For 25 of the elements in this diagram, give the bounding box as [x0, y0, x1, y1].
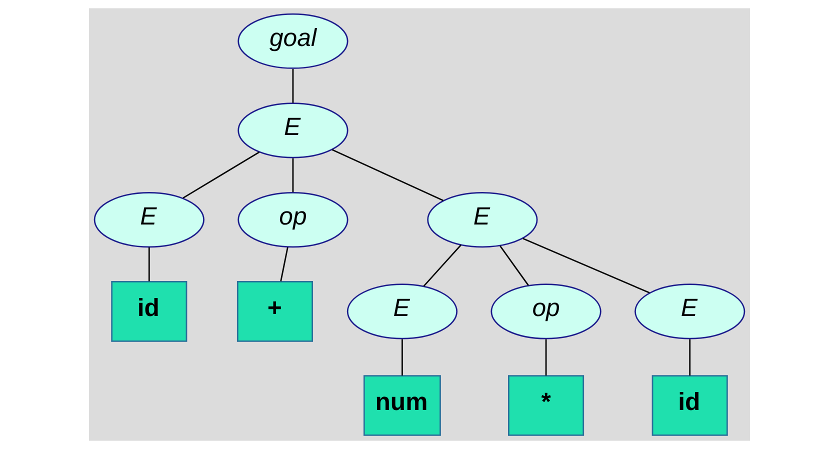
connector — [182, 152, 260, 199]
connector — [148, 247, 150, 282]
connector — [292, 158, 294, 192]
connector — [402, 339, 403, 376]
connector — [500, 246, 529, 286]
connector — [332, 149, 444, 202]
connector — [423, 244, 462, 287]
node-box: id — [652, 375, 728, 436]
node-ellipse: op — [490, 284, 602, 340]
node-ellipse: goal — [238, 13, 348, 69]
connector — [689, 339, 691, 376]
node-ellipse: E — [238, 102, 348, 158]
node-ellipse: E — [427, 192, 538, 248]
connector — [280, 247, 288, 282]
connector — [292, 68, 294, 103]
node-box: num — [364, 375, 441, 436]
node-box: id — [111, 281, 188, 342]
node-ellipse: E — [94, 192, 204, 248]
connector — [522, 238, 650, 294]
node-box: * — [508, 375, 584, 436]
node-ellipse: E — [634, 284, 746, 340]
node-box: + — [236, 281, 314, 342]
node-ellipse: op — [238, 192, 348, 248]
node-ellipse: E — [346, 284, 458, 340]
connector — [545, 339, 547, 376]
